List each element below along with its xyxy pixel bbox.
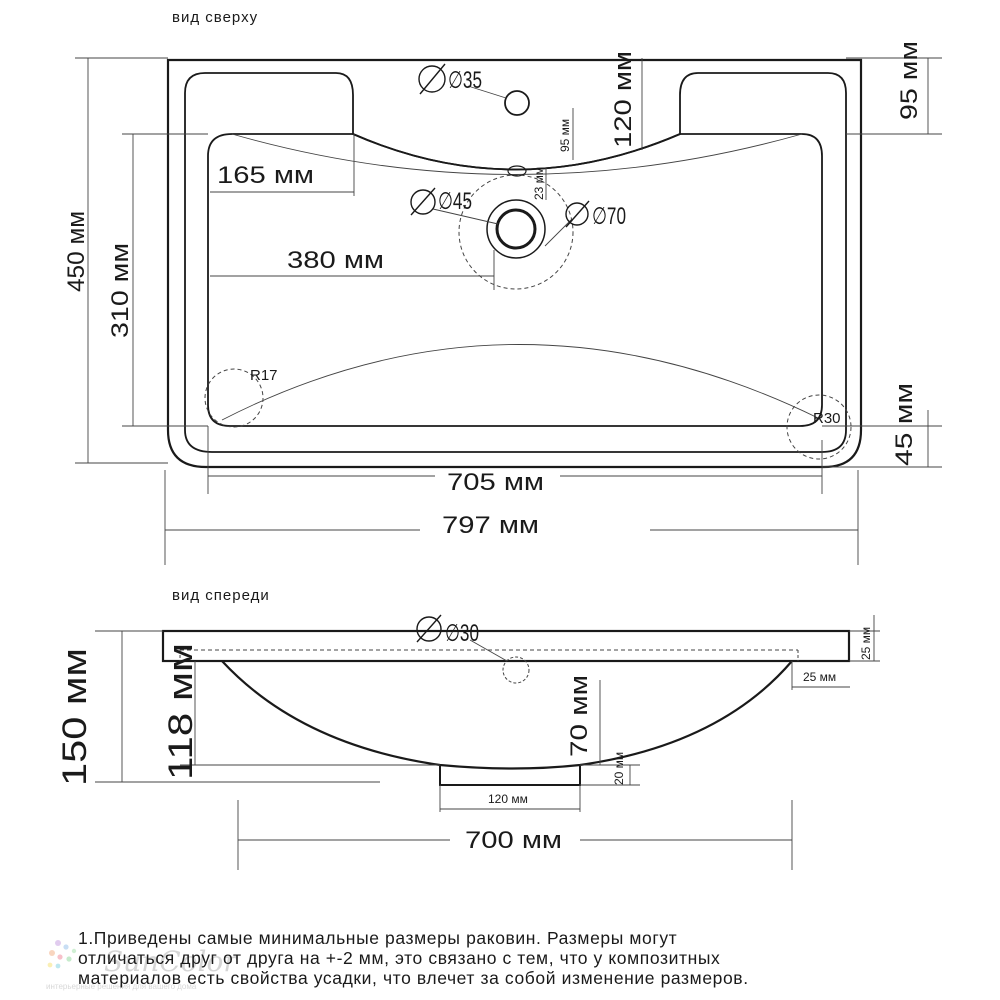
dim-label-95: 95 мм xyxy=(896,41,923,120)
dim-label-118: 118 мм xyxy=(162,643,200,780)
footnote-line-2: отличаться друг от друга на +-2 мм, это … xyxy=(78,948,721,968)
top-view-back-curve xyxy=(231,133,803,175)
drain-hole-outer xyxy=(486,199,546,259)
front-view: вид спереди ∅30 150 мм 118 мм 70 мм xyxy=(56,587,880,870)
dim-label-120-base: 120 мм xyxy=(488,792,528,806)
suncolor-watermark-logo: SunColor интерьерные решения для вашего … xyxy=(46,940,238,991)
dim-label-d30: ∅30 xyxy=(445,620,479,647)
footnote: 1.Приведены самые минимальные размеры ра… xyxy=(78,928,978,988)
dim-label-380: 380 мм xyxy=(287,247,384,274)
dim-label-120: 120 мм xyxy=(610,51,637,148)
top-view-bowl-outline xyxy=(207,133,823,427)
drain-zone-circle xyxy=(458,174,574,290)
dim-label-700: 700 мм xyxy=(465,827,562,854)
dim-label-95-small: 95 мм xyxy=(558,119,572,152)
faucet-hole xyxy=(504,90,530,116)
diameter-symbol-45 xyxy=(410,187,436,216)
top-view-deck-outline xyxy=(184,72,847,453)
radius-marker-r30 xyxy=(786,394,852,460)
watermark-tagline: интерьерные решения для вашего дома xyxy=(46,982,197,991)
front-view-slab xyxy=(161,629,851,663)
dim-label-70: 70 мм xyxy=(566,675,593,757)
dim-label-797: 797 мм xyxy=(442,512,539,539)
dim-label-r17: R17 xyxy=(250,367,278,384)
dim-label-d35: ∅35 xyxy=(448,67,482,94)
dim-label-705: 705 мм xyxy=(447,469,544,496)
dim-label-310: 310 мм xyxy=(107,243,134,338)
watermark-brand: SunColor xyxy=(104,945,238,978)
dim-label-d70: ∅70 xyxy=(592,203,626,230)
dim-label-25-vertical: 25 мм xyxy=(859,627,873,660)
drain-hole-inner xyxy=(495,208,537,250)
dim-label-d45: ∅45 xyxy=(438,188,472,215)
front-view-overflow-hole xyxy=(502,656,530,684)
front-view-bowl xyxy=(221,660,793,770)
dim-label-150: 150 мм xyxy=(56,648,94,786)
dim-label-45: 45 мм xyxy=(891,383,918,466)
radius-marker-r17 xyxy=(204,368,264,428)
dim-label-r30: R30 xyxy=(813,410,841,427)
top-view: вид сверху ∅35 ∅45 xyxy=(63,9,942,565)
dim-label-165: 165 мм xyxy=(217,162,314,189)
footnote-line-3: материалов есть свойства усадки, что вле… xyxy=(78,968,749,988)
top-view-title: вид сверху xyxy=(172,9,258,26)
overflow-hole xyxy=(507,165,527,177)
front-view-drain-base xyxy=(439,765,581,786)
dim-label-450: 450 мм xyxy=(63,211,90,292)
diameter-symbol-35 xyxy=(418,63,446,95)
top-view-outer-rim xyxy=(166,58,863,469)
diameter-symbol-30 xyxy=(416,614,442,643)
front-view-title: вид спереди xyxy=(172,587,270,604)
footnote-line-1: 1.Приведены самые минимальные размеры ра… xyxy=(78,928,678,948)
diameter-symbol-70 xyxy=(565,200,590,228)
dim-label-23: 23 мм xyxy=(532,167,546,200)
dim-label-25-horizontal: 25 мм xyxy=(803,670,836,684)
top-view-front-curve xyxy=(221,344,819,421)
dim-label-20: 20 мм xyxy=(612,752,626,785)
